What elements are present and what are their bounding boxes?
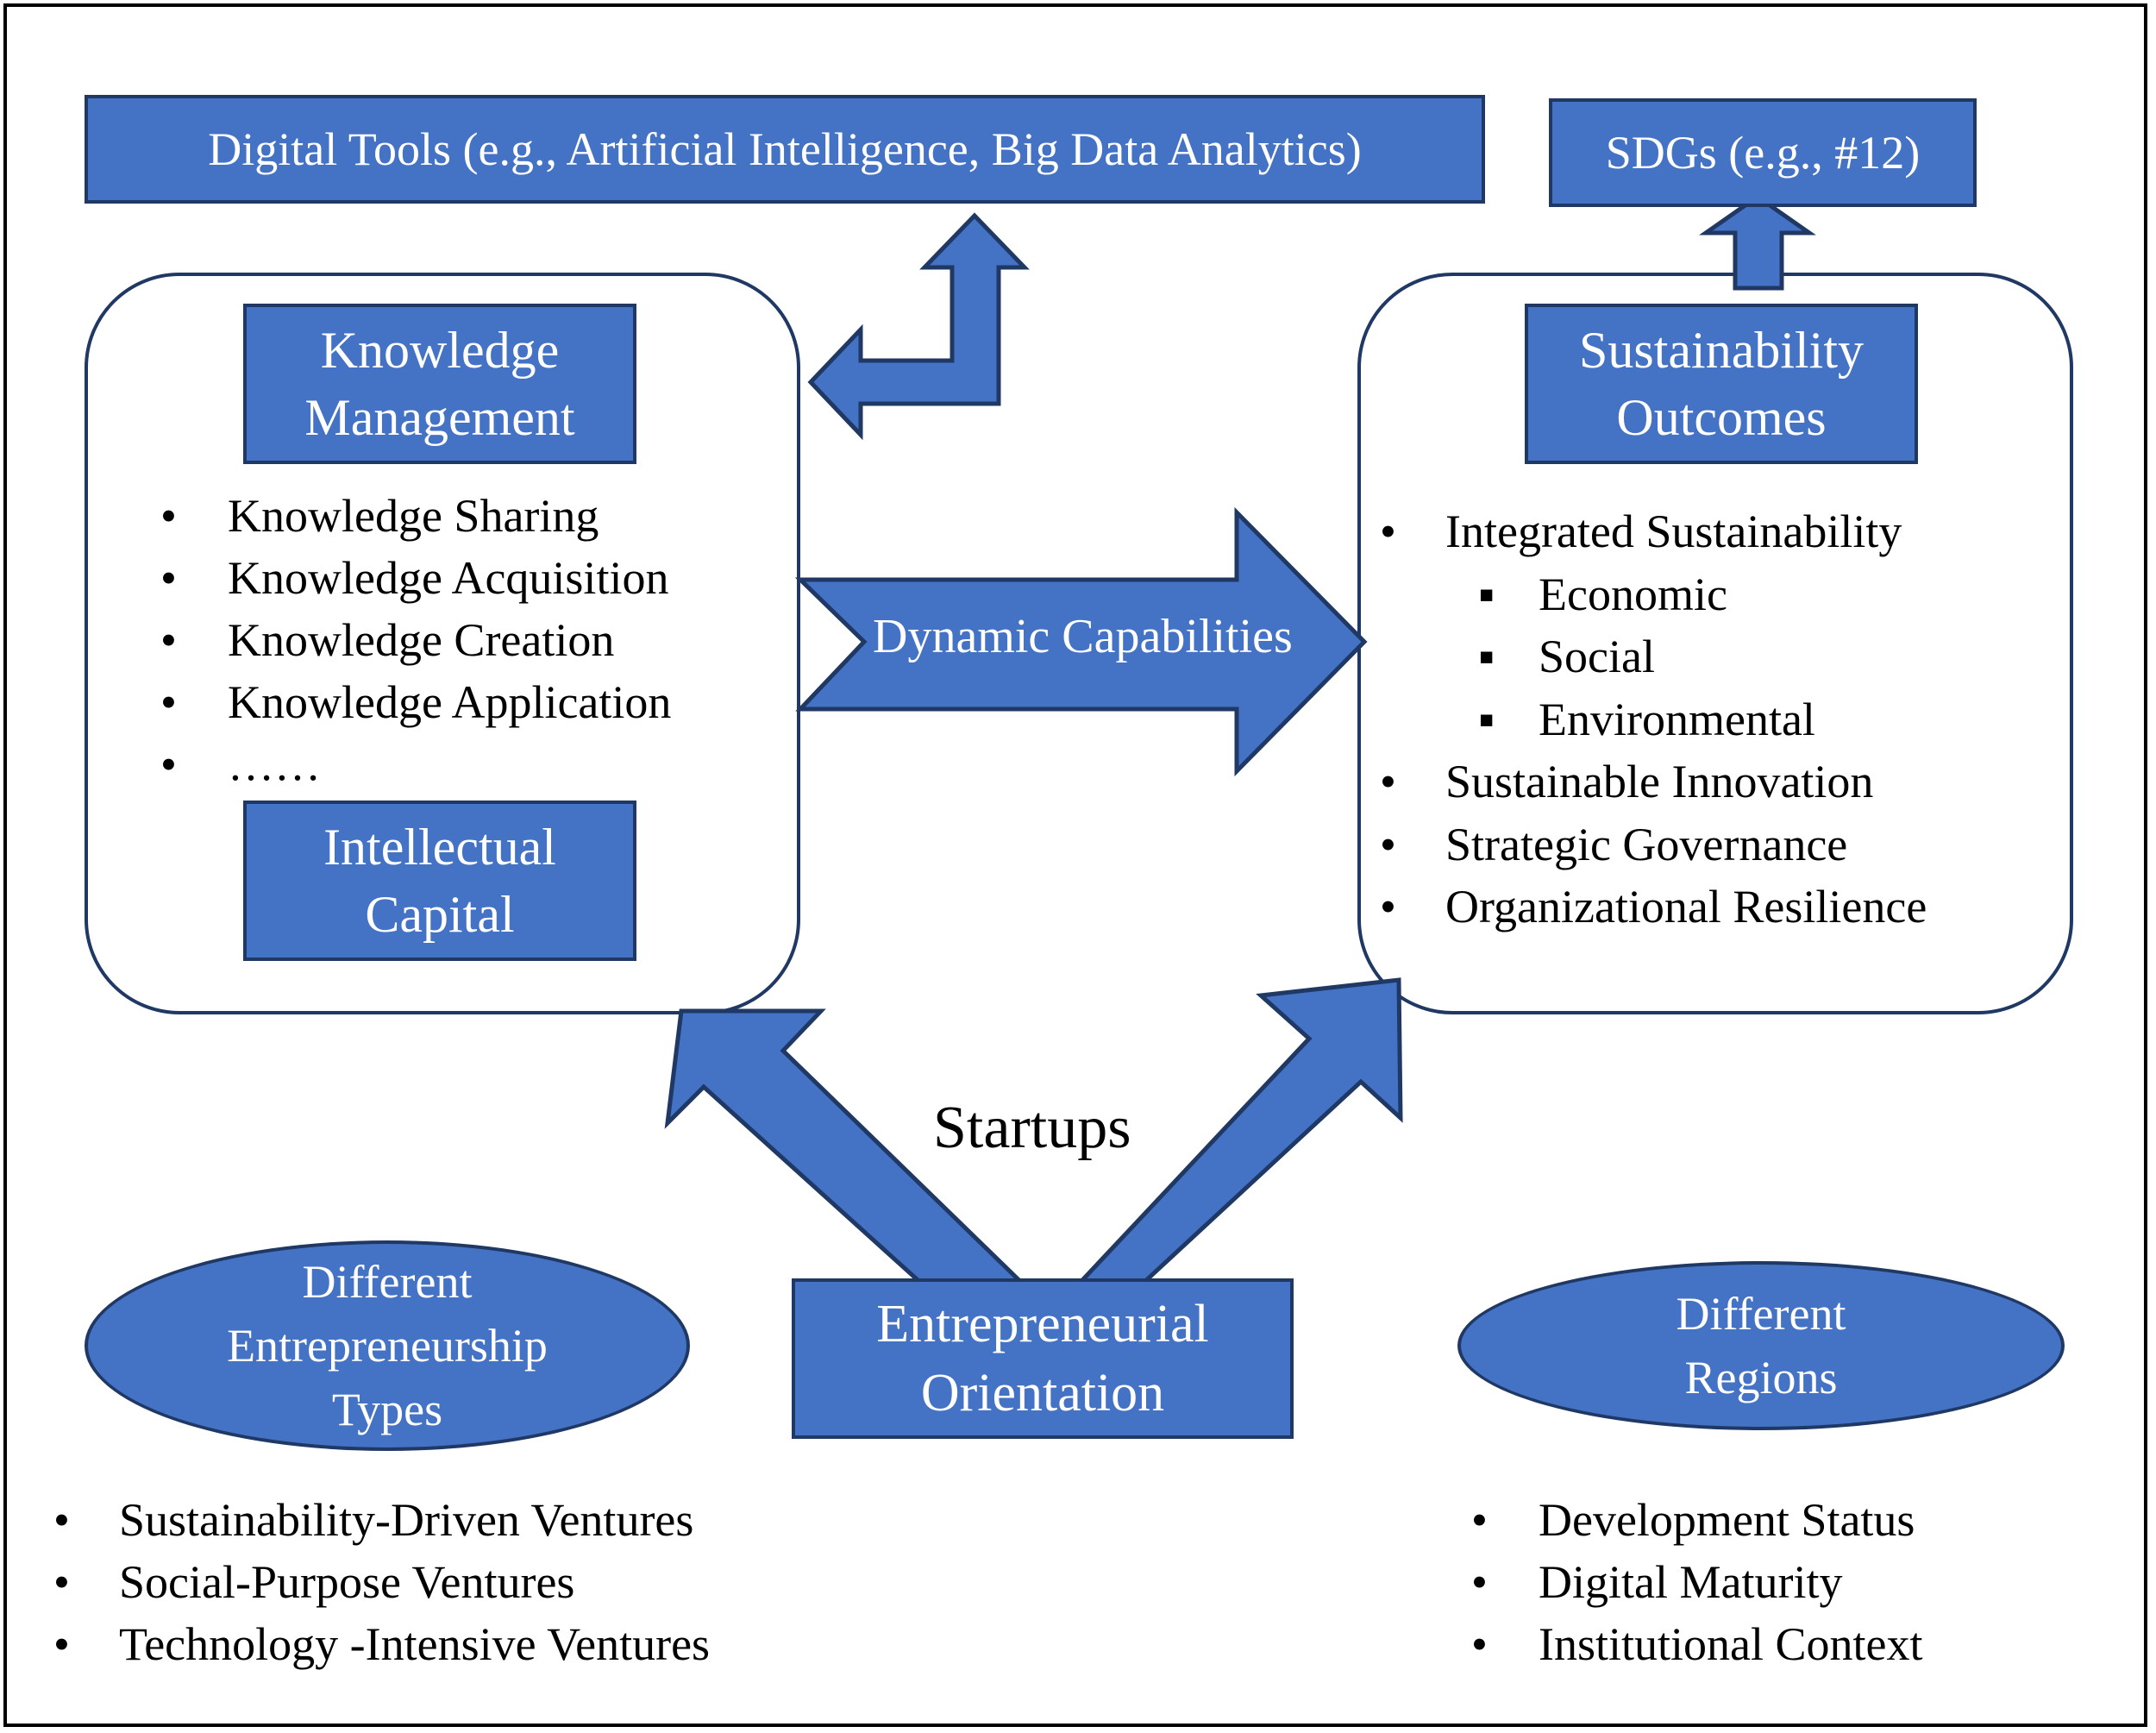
knowledge-management-line-2: Management — [304, 389, 575, 446]
list-item: •Development Status — [1471, 1494, 1915, 1546]
list-item: •Social-Purpose Ventures — [53, 1556, 575, 1608]
regions-ellipse: Different Regions — [1457, 1261, 2065, 1430]
sdgs-label: SDGs (e.g., #12) — [1605, 127, 1921, 179]
intellectual-capital-box: Intellectual Capital — [243, 801, 636, 961]
knowledge-list: •Knowledge Sharing •Knowledge Acquisitio… — [160, 485, 671, 795]
list-item: •Technology -Intensive Ventures — [53, 1618, 711, 1670]
entrepreneurial-orientation-box: Entrepreneurial Orientation — [792, 1278, 1294, 1439]
entrepreneurial-orientation-line-1: Entrepreneurial — [876, 1295, 1209, 1353]
list-item: ▪Environmental — [1478, 693, 1815, 745]
list-item: •Knowledge Acquisition — [160, 552, 669, 604]
entrepreneurship-types-line-1: Different — [302, 1256, 473, 1308]
knowledge-management-box: Knowledge Management — [243, 304, 636, 464]
dynamic-capabilities-label: Dynamic Capabilities — [873, 610, 1293, 663]
list-item: •Integrated Sustainability — [1380, 505, 1902, 557]
sustainability-list: •Integrated Sustainability ▪Economic ▪So… — [1380, 500, 1927, 939]
list-item: •…… — [160, 738, 321, 790]
outer-frame — [3, 3, 2147, 1727]
list-item: •Knowledge Creation — [160, 614, 615, 666]
list-item: ▪Social — [1478, 631, 1655, 682]
list-item: •Strategic Governance — [1380, 818, 1848, 870]
entrepreneurship-types-ellipse: Different Entrepreneurship Types — [85, 1240, 690, 1451]
list-item: •Organizational Resilience — [1380, 881, 1927, 932]
list-item: •Institutional Context — [1471, 1618, 1923, 1670]
list-item: ▪Economic — [1478, 568, 1727, 620]
entrepreneurship-types-line-3: Types — [331, 1384, 443, 1435]
dynamic-capabilities-arrow — [794, 506, 1368, 777]
regions-list: •Development Status •Digital Maturity •I… — [1471, 1489, 1922, 1675]
digital-tools-label: Digital Tools (e.g., Artificial Intellig… — [208, 123, 1362, 175]
sustainability-outcomes-line-2: Outcomes — [1616, 389, 1827, 446]
entrepreneurship-types-line-2: Entrepreneurship — [227, 1320, 548, 1372]
list-item: •Sustainability-Driven Ventures — [53, 1494, 694, 1546]
sustainability-outcomes-line-1: Sustainability — [1579, 322, 1864, 379]
digital-tools-box: Digital Tools (e.g., Artificial Intellig… — [85, 95, 1485, 204]
regions-line-1: Different — [1676, 1288, 1846, 1340]
entrepreneurial-orientation-line-2: Orientation — [920, 1364, 1165, 1422]
list-item: •Knowledge Application — [160, 676, 672, 728]
list-item: •Digital Maturity — [1471, 1556, 1843, 1608]
sdgs-up-arrow — [1699, 193, 1816, 291]
regions-line-2: Regions — [1684, 1352, 1838, 1403]
knowledge-management-line-1: Knowledge — [320, 322, 560, 379]
startups-label: Startups — [933, 1095, 1131, 1161]
sustainability-outcomes-box: Sustainability Outcomes — [1525, 304, 1918, 464]
list-item: •Knowledge Sharing — [160, 490, 599, 542]
list-item: •Sustainable Innovation — [1380, 756, 1874, 807]
entrepreneurship-types-list: •Sustainability-Driven Ventures •Social-… — [53, 1489, 710, 1675]
intellectual-capital-line-2: Capital — [365, 886, 515, 943]
sdgs-box: SDGs (e.g., #12) — [1549, 98, 1977, 207]
intellectual-capital-line-1: Intellectual — [323, 819, 556, 876]
digital-tools-bent-arrow — [807, 212, 1030, 441]
